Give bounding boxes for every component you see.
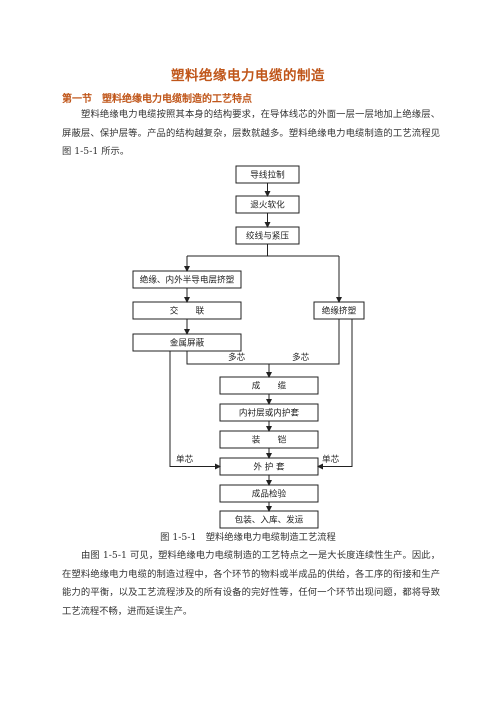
path-single-right (317, 319, 353, 470)
svg-text:成品检验: 成品检验 (252, 488, 287, 500)
svg-text:金属屏蔽: 金属屏蔽 (170, 337, 205, 349)
box-armor: 装 铠 (219, 430, 319, 449)
section-heading: 第一节 塑料绝缘电力电缆制造的工艺特点 (62, 94, 252, 105)
svg-text:退火软化: 退火软化 (250, 199, 285, 211)
box-cabling: 成 缆 (219, 376, 319, 395)
label-single-right: 单芯 (322, 453, 340, 465)
box-inspection: 成品检验 (219, 484, 319, 503)
box-draw-wire: 导线拉制 (235, 165, 300, 184)
svg-text:导线拉制: 导线拉制 (250, 169, 284, 181)
svg-text:外 护 套: 外 护 套 (253, 461, 285, 473)
document-title: 塑料绝缘电力电缆的制造 (171, 68, 325, 84)
box-crosslink: 交 联 (132, 301, 242, 320)
box-anneal: 退火软化 (235, 195, 300, 214)
box-metal-shield: 金属屏蔽 (132, 333, 242, 352)
svg-text:内衬层或内护套: 内衬层或内护套 (239, 407, 300, 419)
svg-text:绝缘挤塑: 绝缘挤塑 (322, 305, 357, 317)
svg-text:绞线与紧压: 绞线与紧压 (246, 230, 289, 242)
box-inner-sheath: 内衬层或内护套 (219, 403, 319, 422)
label-multi-right: 多芯 (292, 351, 310, 363)
box-outer-sheath: 外 护 套 (219, 457, 319, 476)
svg-text:绝缘、内外半导电层挤塑: 绝缘、内外半导电层挤塑 (140, 274, 235, 286)
svg-text:成 缆: 成 缆 (252, 380, 287, 392)
intro-paragraph: 塑料绝缘电力电缆按照其本身的结构要求，在导体线芯的外面一层一层地加上绝缘层、屏蔽… (62, 109, 440, 157)
svg-text:装 铠: 装 铠 (252, 434, 287, 446)
figure-caption: 图 1-5-1 塑料绝缘电力电缆制造工艺流程 (160, 532, 336, 543)
box-extrude-semicon: 绝缘、内外半导电层挤塑 (132, 270, 242, 289)
label-multi-left: 多芯 (228, 351, 246, 363)
svg-text:包装、入库、发运: 包装、入库、发运 (235, 514, 304, 526)
path-multi-left (186, 351, 269, 365)
svg-text:交 联: 交 联 (170, 305, 205, 317)
body-paragraph: 由图 1-5-1 可见，塑料绝缘电力电缆制造的工艺特点之一是大长度连续性生产。因… (62, 550, 440, 617)
box-insulation-extrude: 绝缘挤塑 (313, 301, 365, 320)
box-packing: 包装、入库、发运 (219, 510, 319, 529)
label-single-left: 单芯 (176, 453, 194, 465)
path-multi-right (269, 319, 340, 365)
box-strand: 绞线与紧压 (235, 226, 300, 245)
path-single-left (169, 351, 221, 470)
